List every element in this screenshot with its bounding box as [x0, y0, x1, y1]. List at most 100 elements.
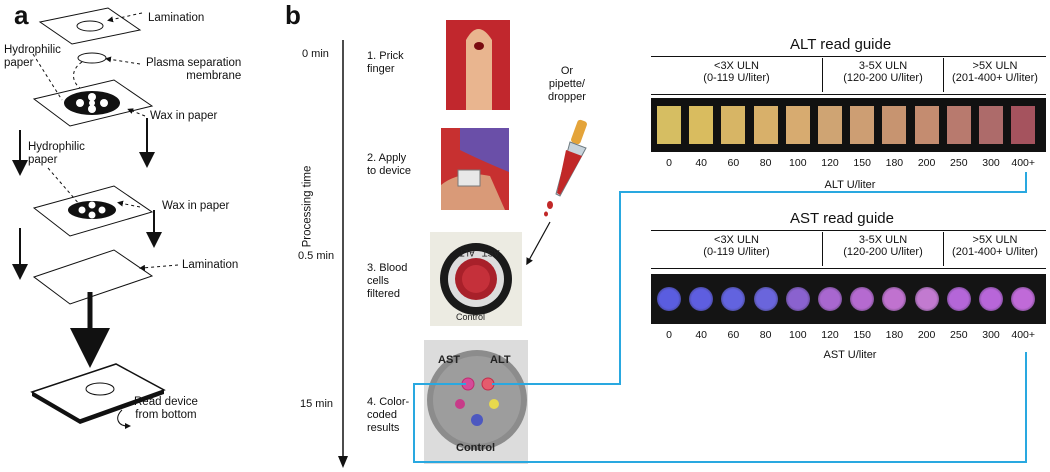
ast_guide-swatch — [657, 287, 681, 311]
ast_guide-swatch — [979, 287, 1003, 311]
alt_guide-swatch — [689, 106, 714, 144]
alt-header-sep-2 — [943, 58, 944, 92]
ast-header-sep-1 — [822, 232, 823, 266]
alt_guide-tick-label: 80 — [759, 157, 772, 169]
plasma-membrane-label: Plasma separation membrane — [146, 57, 242, 82]
alt-unit-label: ALT U/liter — [824, 179, 876, 191]
alt-header-mid: 3-5X ULN (120-200 U/liter) — [843, 60, 923, 84]
panel-a-label: a — [14, 0, 29, 30]
lamination-bottom-label: Lamination — [182, 259, 239, 271]
alt_guide-swatch — [721, 106, 746, 144]
ast_guide-swatch — [785, 287, 810, 311]
lamination-bottom-sheet — [32, 249, 154, 305]
alt-guide-title: ALT read guide — [790, 36, 892, 53]
step-4-label: 4. Color- coded results — [367, 396, 410, 434]
device-control-label: Control — [456, 442, 496, 454]
alt_guide-swatch — [979, 106, 1003, 144]
alt_guide-tick-label: 0 — [666, 157, 672, 169]
ast_guide-tick-label: 120 — [821, 329, 839, 341]
alt_guide-swatch — [850, 106, 875, 144]
lamination-top-label: Lamination — [148, 12, 205, 24]
alt-color-strip — [651, 98, 1046, 152]
alt_guide-tick-label: 60 — [727, 157, 740, 169]
time-0: 0 min — [302, 48, 329, 60]
ast-header-high: >5X ULN (201-400+ U/liter) — [952, 234, 1038, 258]
ast_guide-swatch — [1011, 287, 1036, 311]
alt_guide-swatch — [818, 106, 842, 144]
alt_guide-tick-label: 40 — [695, 157, 708, 169]
ast_guide-swatch — [721, 287, 746, 311]
ast_guide-swatch — [753, 287, 778, 311]
alt_guide-tick-label: 250 — [950, 157, 968, 169]
ast_guide-tick-label: 40 — [695, 329, 708, 341]
alt_guide-tick-label: 120 — [821, 157, 839, 169]
alt_guide-tick-label: 400+ — [1011, 157, 1036, 169]
alt_guide-swatch — [1011, 106, 1036, 144]
step-3-label: 3. Blood cells filtered — [367, 262, 408, 300]
ast_guide-tick-label: 100 — [789, 329, 807, 341]
ast-guide-title: AST read guide — [790, 210, 894, 227]
ast-color-strip — [651, 274, 1046, 324]
assembled-device — [30, 363, 166, 424]
alt_guide-tick-label: 300 — [982, 157, 1000, 169]
read-device-label: Read device from bottom — [134, 396, 198, 421]
alt_guide-tick-label: 180 — [885, 157, 904, 169]
alt_guide-swatch — [785, 106, 810, 144]
ast_guide-swatch — [882, 287, 907, 311]
step-2-label: 2. Apply to device — [367, 152, 412, 177]
alt_guide-tick-label: 150 — [853, 157, 871, 169]
ast_guide-swatch — [818, 287, 842, 311]
device-control-small: Control — [456, 312, 486, 322]
alt-header-rule — [651, 56, 1046, 57]
ast_guide-tick-label: 60 — [727, 329, 740, 341]
ast_guide-swatch — [914, 287, 939, 311]
apply-device-photo — [441, 128, 509, 210]
pipette-icon — [544, 119, 587, 217]
alt_guide-swatch — [946, 106, 971, 144]
ast-header-sep-2 — [943, 232, 944, 266]
ast_guide-swatch — [946, 287, 971, 311]
alt_guide-swatch — [914, 106, 939, 144]
alt-header-sep-1 — [822, 58, 823, 92]
pipette-note: Or pipette/ dropper — [548, 65, 586, 103]
ast_guide-tick-label: 300 — [982, 329, 1000, 341]
ast-header-low: <3X ULN (0-119 U/liter) — [703, 234, 770, 258]
ast_guide-tick-label: 0 — [666, 329, 672, 341]
alt-connector — [492, 172, 1027, 385]
color-results-photo — [424, 340, 528, 464]
lamination-top-sheet — [38, 7, 142, 45]
alt_guide-swatch — [657, 106, 681, 144]
device-alt-label: ALT — [490, 354, 511, 366]
alt_guide-tick-label: 100 — [789, 157, 807, 169]
wax-paper-layer-2 — [32, 185, 154, 237]
alt-header-rule-bottom — [651, 94, 1046, 95]
step-1-label: 1. Prick finger — [367, 50, 404, 75]
wax-paper-2-label: Wax in paper — [162, 200, 230, 212]
ast-header-rule — [651, 230, 1046, 231]
time-15: 15 min — [300, 398, 334, 410]
ast_guide-tick-label: 200 — [917, 329, 936, 341]
hydrophilic-paper-2-label: Hydrophilic paper — [28, 141, 85, 166]
filtered-device-photo — [430, 232, 522, 326]
alt-header-low: <3X ULN (0-119 U/liter) — [703, 60, 770, 84]
time-0-5: 0.5 min — [298, 250, 335, 262]
ast-connector — [413, 352, 1027, 463]
ast-header-rule-bottom — [651, 268, 1046, 269]
ast_guide-swatch — [850, 287, 875, 311]
device-ast-label: AST — [438, 354, 460, 366]
ast_guide-tick-label: 400+ — [1011, 329, 1036, 341]
wax-paper-layer-1 — [32, 79, 154, 127]
ast_guide-tick-label: 180 — [885, 329, 904, 341]
finger-prick-photo — [446, 20, 510, 110]
hydrophilic-paper-1-label: Hydrophilic paper — [4, 44, 61, 69]
ast_guide-swatch — [689, 287, 714, 311]
alt_guide-swatch — [753, 106, 778, 144]
ast_guide-tick-label: 250 — [950, 329, 968, 341]
ast_guide-tick-label: 80 — [759, 329, 772, 341]
alt_guide-swatch — [882, 106, 907, 144]
alt-header-high: >5X ULN (201-400+ U/liter) — [952, 60, 1038, 84]
ast-header-mid: 3-5X ULN (120-200 U/liter) — [843, 234, 923, 258]
